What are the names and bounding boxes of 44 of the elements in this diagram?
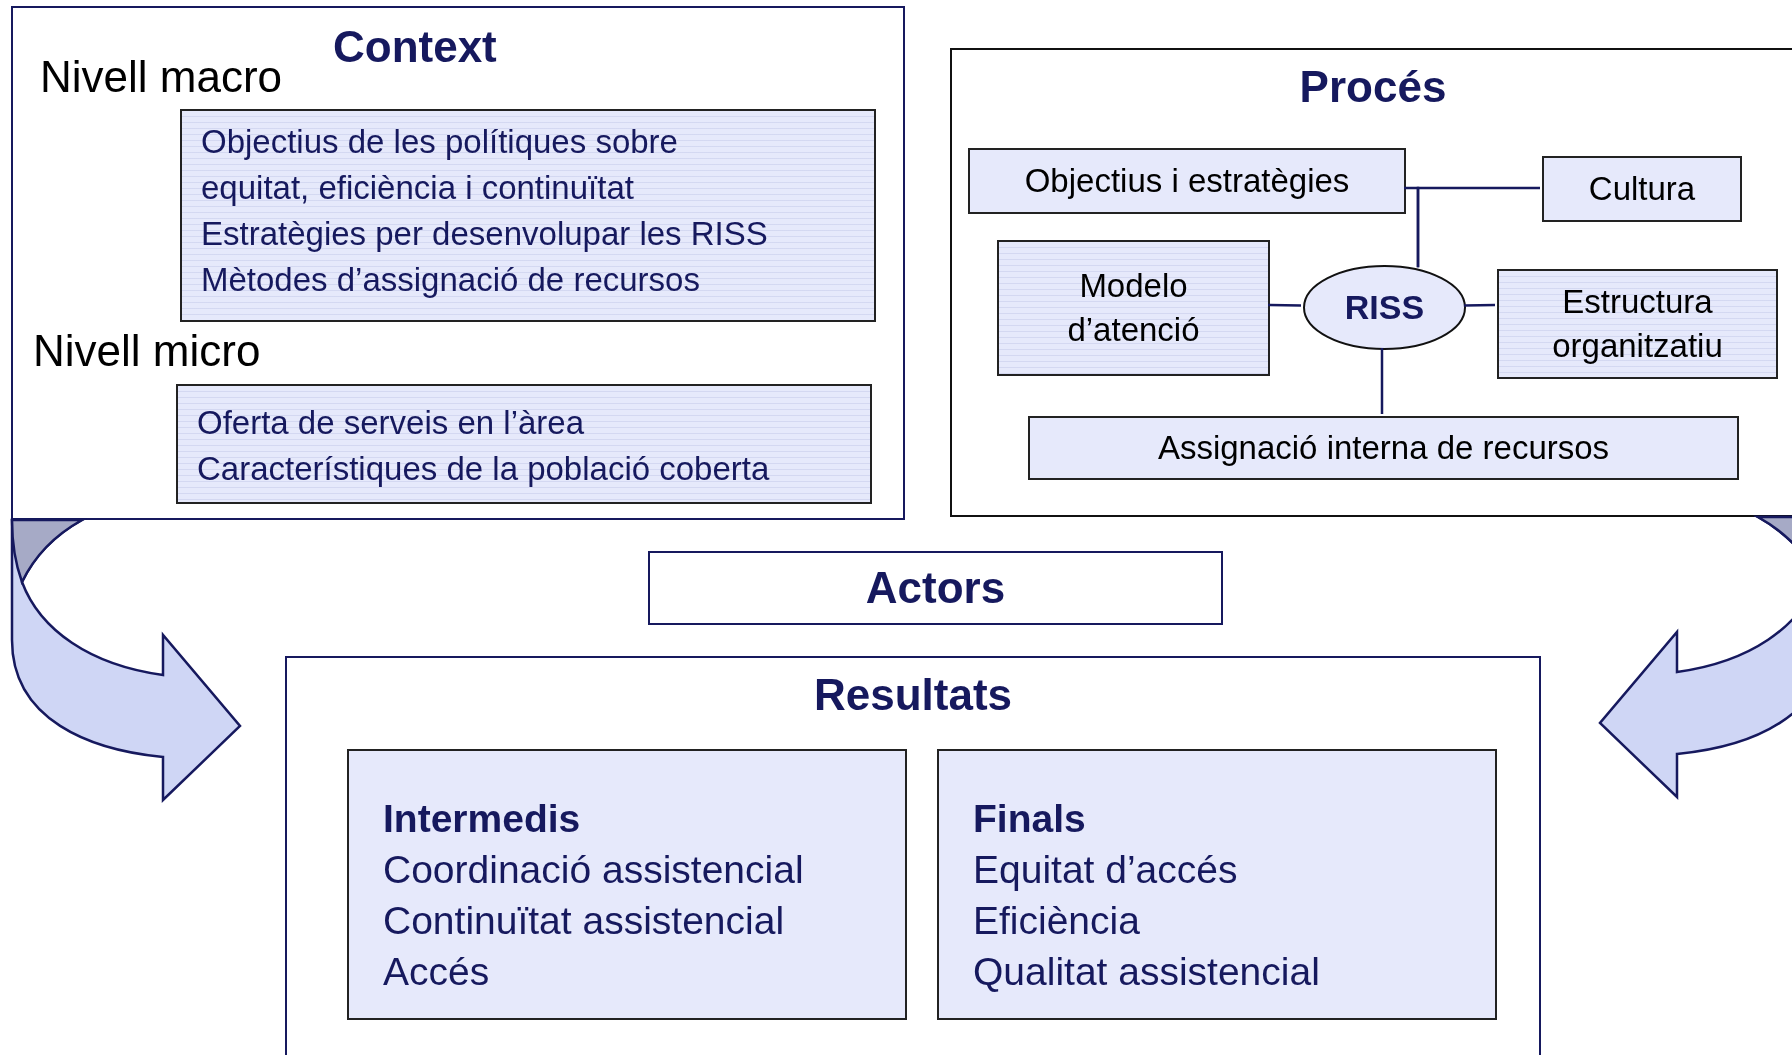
box-text: Estructura organitzatiu [1551,282,1724,366]
process-box [1542,156,1742,222]
results-box [347,749,907,1020]
process-box [1497,269,1778,379]
box-text: Oferta de serveis en l’àrea [197,403,585,443]
box-text: Assignació interna de recursos [1157,429,1610,467]
micro-level-box [176,384,872,504]
connector-line [1268,303,1301,307]
panel-heading: Procés [1298,62,1448,112]
level-label: Nivell micro [33,326,261,376]
connector-line [1463,303,1496,307]
box-text: Objectius i estratègies [1024,162,1350,200]
macro-level-box [180,109,876,322]
box-text: Modelo d’atenció [1066,266,1201,350]
box-text: Mètodes d’assignació de recursos [201,260,700,300]
box-text: Accés [383,949,490,995]
box-text: Característiques de la població coberta [197,449,770,489]
box-heading: Intermedis [383,796,581,842]
context-panel [11,6,905,520]
level-label: Nivell macro [40,52,283,102]
box-text: RISS [1344,288,1425,327]
results-box [937,749,1497,1020]
box-text: Equitat d’accés [973,847,1238,893]
box-text: Actors [865,563,1006,613]
panel-heading: Context [333,22,497,72]
process-box [997,240,1270,376]
box-text: Cultura [1588,170,1696,208]
box-text: Objectius de les polítiques sobre equitat, eficiència i continuïtat [201,122,679,208]
actors-box [648,551,1223,625]
box-text: Estratègies per desenvolupar les RISS [201,214,768,254]
curved-block-arrow [10,518,242,802]
connector-line [1380,348,1384,414]
process-panel [950,48,1792,517]
panel-heading: Resultats [812,670,1014,720]
box-text: Coordinació assistencial [383,847,804,893]
process-box [1028,416,1739,480]
results-panel [285,656,1541,1055]
box-heading: Finals [973,796,1086,842]
box-text: Eficiència [973,898,1140,944]
connector-line [1416,186,1540,268]
process-box [968,148,1406,214]
curved-block-arrow [1598,515,1792,799]
box-text: Qualitat assistencial [973,949,1320,995]
box-text: Continuïtat assistencial [383,898,785,944]
